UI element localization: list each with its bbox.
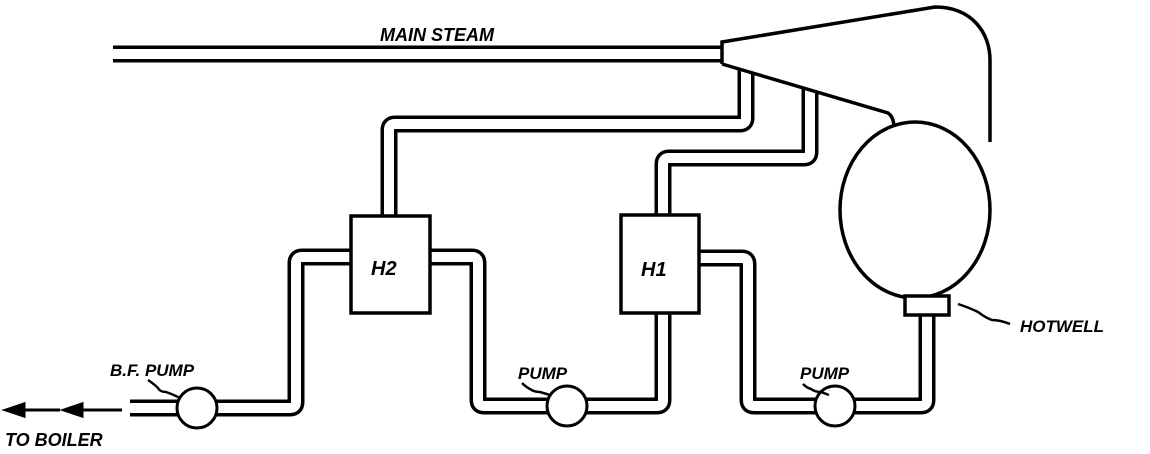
hotwell-label: HOTWELL <box>1020 317 1104 336</box>
hotwell-leader <box>957 302 1011 326</box>
hotwell <box>903 294 951 317</box>
pump-label-2: PUMP <box>800 364 850 383</box>
bf-pump-leader <box>147 378 181 400</box>
heater-h2-label: H2 <box>371 258 397 280</box>
pipes-outline <box>113 45 936 417</box>
main-steam-label: MAIN STEAM <box>380 25 495 45</box>
feedwater-pipe-h2-boiler <box>130 248 353 417</box>
pump-between-heaters <box>545 384 589 428</box>
pump-label: PUMP <box>518 364 568 383</box>
turbine-outline <box>720 5 992 142</box>
extraction-pipe-h1 <box>654 80 819 217</box>
arrows-to-boiler <box>1 401 122 419</box>
turbine-fill <box>722 7 990 142</box>
heater-h2 <box>349 214 432 315</box>
bf-pump <box>175 386 219 430</box>
condenser <box>838 120 992 300</box>
heater-h1-label: H1 <box>641 259 667 281</box>
label-leaders <box>147 302 1011 400</box>
pump-leader-2 <box>802 383 830 397</box>
to-boiler-label: TO BOILER <box>5 430 103 450</box>
heater-h1 <box>619 213 701 315</box>
bf-pump-label: B.F. PUMP <box>110 361 195 380</box>
pump-leader <box>521 382 551 397</box>
condensate-pump <box>813 384 857 428</box>
extraction-pipe-h2 <box>380 60 755 218</box>
